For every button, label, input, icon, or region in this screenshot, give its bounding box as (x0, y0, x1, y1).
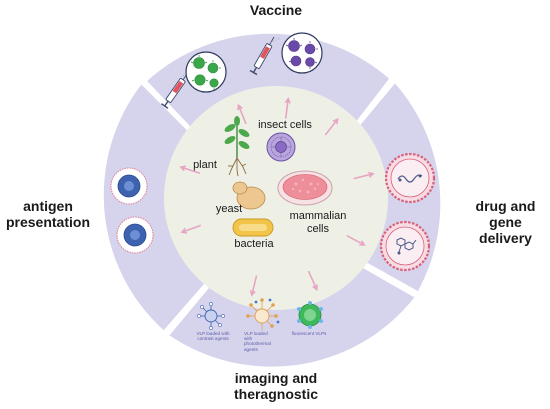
label-yeast: yeast (215, 203, 243, 215)
yeast-icon (232, 181, 266, 210)
arrow-head (367, 171, 375, 178)
arrow-shaft (353, 173, 374, 180)
expression-arrows (179, 97, 375, 297)
arrow-shaft (181, 224, 202, 233)
section-title-drug-delivery-line1: drug and gene (475, 198, 536, 230)
section-title-drug-delivery-line2: delivery (479, 230, 532, 246)
arrow-shaft (180, 166, 201, 175)
syringe-spray-line (269, 37, 281, 44)
central-circle (164, 86, 388, 310)
vlp-icon (297, 301, 323, 329)
arrow-head (312, 284, 318, 291)
vlp-icon (197, 302, 225, 330)
section-title-antigen-line1: antigen (23, 198, 73, 214)
label-bacteria: bacteria (234, 238, 274, 250)
arrow-shaft (324, 118, 339, 136)
section-title-antigen-line2: presentation (5, 214, 90, 230)
arrow-head (359, 240, 366, 246)
caption-photothermal: VLP loaded with photothermal agents (244, 331, 278, 352)
bacteria-icon (232, 218, 274, 237)
caption-fluorescent: fluorescent VLPs (291, 331, 327, 336)
caption-contrast-agents: VLP loaded with contrast agents (194, 331, 232, 341)
arrow-head (237, 103, 243, 111)
virus-icon (281, 32, 323, 74)
section-title-drug-delivery: drug and gene delivery (461, 198, 550, 246)
plant-icon (224, 116, 250, 177)
arrow-head (332, 117, 339, 125)
virus-icon (185, 51, 227, 93)
caption-photo-line3: photothermal (244, 341, 271, 347)
petri-dish-icon (277, 170, 333, 206)
arrow-shaft (307, 270, 318, 290)
caption-photo-line4: agents (244, 346, 258, 352)
arrow-shaft (237, 104, 247, 125)
arrow-head (179, 165, 186, 172)
caption-photo-line2: with (244, 336, 253, 342)
vlp-icon (246, 298, 280, 330)
section-title-antigen: antigen presentation (0, 198, 96, 230)
arrow-head (180, 227, 188, 234)
insect-cell-icon (266, 132, 296, 162)
label-mammalian-cells: mammalian cells (286, 210, 350, 236)
syringe-icon (249, 36, 275, 76)
arrow-shaft (251, 275, 258, 296)
vlp-icon (116, 216, 154, 254)
arrow-head (249, 289, 256, 297)
caption-contrast-line2: contrast agents (197, 336, 229, 342)
caption-contrast-line1: VLP loaded with (196, 331, 230, 336)
caption-photo-line1: VLP loaded (244, 331, 268, 336)
label-mammalian-line2: cells (306, 223, 329, 235)
arrow-shaft (284, 98, 289, 119)
vlp-icon (379, 220, 431, 272)
label-mammalian-line1: mammalian (289, 210, 347, 222)
label-insect-cells: insect cells (258, 119, 312, 131)
arrow-head (284, 97, 291, 104)
arrow-shaft (346, 234, 365, 246)
label-plant: plant (193, 159, 217, 171)
vlp-icon (110, 167, 148, 205)
section-title-vaccine: Vaccine (249, 2, 303, 18)
section-title-imaging-line1: imaging and (234, 370, 318, 386)
vlp-icon (384, 152, 436, 204)
section-title-imaging-line2: theragnostic (233, 386, 318, 402)
section-title-imaging: imaging and theragnostic (216, 370, 336, 402)
